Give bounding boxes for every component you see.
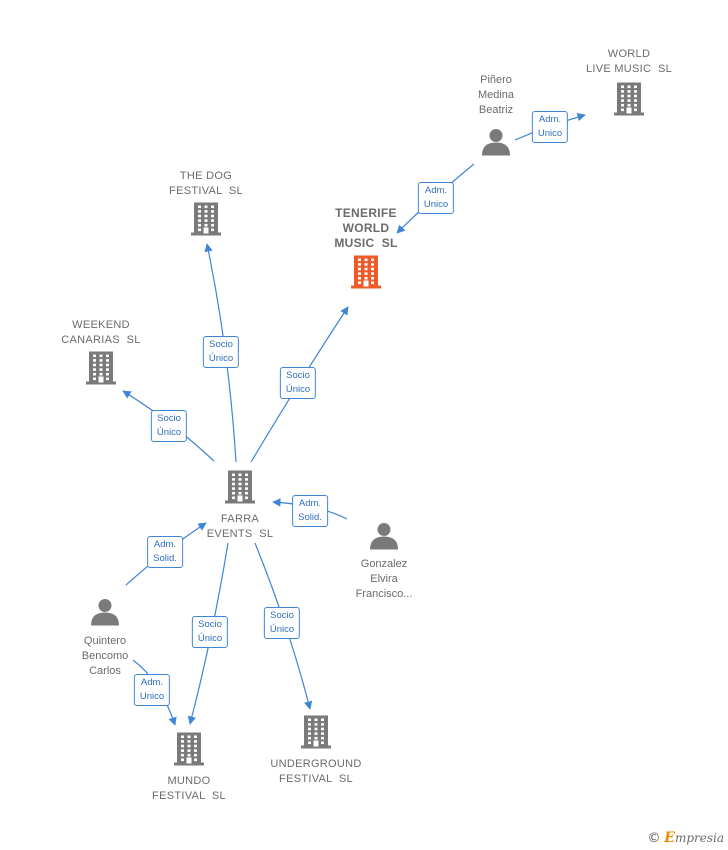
edge-label-farra-tenerife[interactable]: Socio Único [279,367,317,399]
node-label-pinero[interactable]: Piñero Medina Beatriz [477,74,515,116]
edge-label-farra-underground[interactable]: Socio Único [263,607,301,639]
copyright-icon: © [647,831,661,846]
node-label-world_live[interactable]: WORLD LIVE MUSIC SL [585,48,673,75]
edge-label-gonzalez-farra[interactable]: Adm. Solid. [292,495,328,527]
building-icon-tenerife[interactable] [351,254,381,295]
edge-label-farra-weekend[interactable]: Socio Único [150,410,188,442]
building-icon-farra[interactable] [225,469,255,510]
node-label-farra[interactable]: FARRA EVENTS SL [206,513,274,540]
brand-name: mpresia [674,831,724,845]
node-label-gonzalez[interactable]: Gonzalez Elvira Francisco... [355,558,413,600]
node-label-mundo[interactable]: MUNDO FESTIVAL SL [152,775,226,802]
node-label-dog[interactable]: THE DOG FESTIVAL SL [169,170,243,197]
building-icon-weekend[interactable] [86,350,116,391]
brand-initial: E [664,830,675,846]
edge-label-pinero-tenerife[interactable]: Adm. Unico [417,182,455,214]
edge-label-farra-dog[interactable]: Socio Único [202,336,240,368]
node-label-underground[interactable]: UNDERGROUND FESTIVAL SL [270,758,362,785]
edge-label-farra-mundo[interactable]: Socio Único [191,616,229,648]
building-icon-world_live[interactable] [614,81,644,122]
edge-label-pinero-world_live[interactable]: Adm. Unico [531,111,569,143]
building-icon-mundo[interactable] [174,731,204,772]
edge-label-quintero-mundo[interactable]: Adm. Unico [133,674,171,706]
person-icon-quintero[interactable] [90,597,120,632]
edge-label-quintero-farra[interactable]: Adm. Solid. [147,536,183,568]
brand-footer: © Empresia [647,830,724,846]
node-label-tenerife[interactable]: TENERIFE WORLD MUSIC SL [334,206,398,250]
building-icon-underground[interactable] [301,714,331,755]
node-label-weekend[interactable]: WEEKEND CANARIAS SL [61,319,141,346]
person-icon-gonzalez[interactable] [369,521,399,556]
building-icon-dog[interactable] [191,201,221,242]
person-icon-pinero[interactable] [481,127,511,162]
node-label-quintero[interactable]: Quintero Bencomo Carlos [81,635,129,677]
